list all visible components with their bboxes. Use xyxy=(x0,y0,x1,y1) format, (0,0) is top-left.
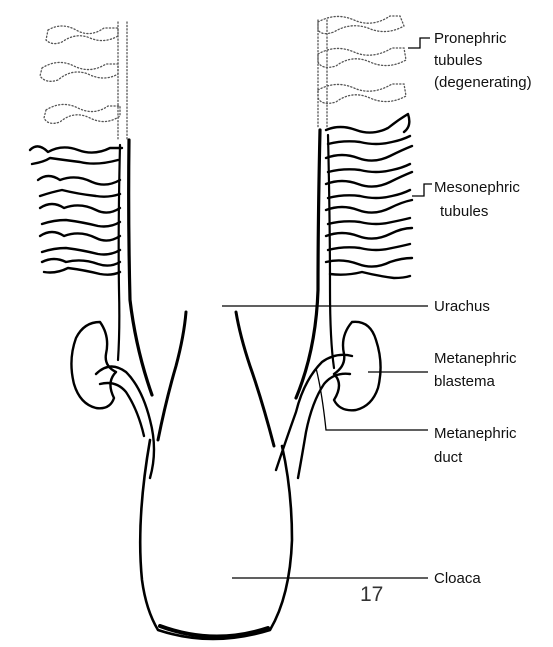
right-metanephric-blastema xyxy=(334,322,381,410)
label-urachus: Urachus xyxy=(434,298,490,315)
right-pronephric-tubules xyxy=(318,16,406,128)
left-metanephric-blastema xyxy=(71,322,116,408)
label-cloaca: Cloaca xyxy=(434,570,481,587)
urachus xyxy=(158,312,274,446)
left-mesonephric-duct xyxy=(118,140,152,395)
label-mesonephric-line2: tubules xyxy=(440,203,488,220)
label-metanephric-duct-line1: Metanephric xyxy=(434,425,517,442)
right-mesonephric-tubules xyxy=(326,114,412,278)
page-number: 17 xyxy=(360,583,383,606)
leader-mesonephric xyxy=(412,184,432,196)
label-pronephric-line1: Pronephric xyxy=(434,30,507,47)
left-mesonephric-tubules xyxy=(30,146,122,274)
label-pronephric-line3: (degenerating) xyxy=(434,74,532,91)
label-metanephric-blastema-line1: Metanephric xyxy=(434,350,517,367)
label-metanephric-blastema-line2: blastema xyxy=(434,373,496,390)
label-mesonephric-line1: Mesonephric xyxy=(434,179,520,196)
right-metanephric-duct xyxy=(276,355,352,478)
label-metanephric-duct-line2: duct xyxy=(434,449,463,466)
cloaca xyxy=(140,440,292,639)
leader-pronephric xyxy=(408,38,430,48)
label-pronephric-line2: tubules xyxy=(434,52,482,69)
left-pronephric-tubules xyxy=(40,22,127,140)
